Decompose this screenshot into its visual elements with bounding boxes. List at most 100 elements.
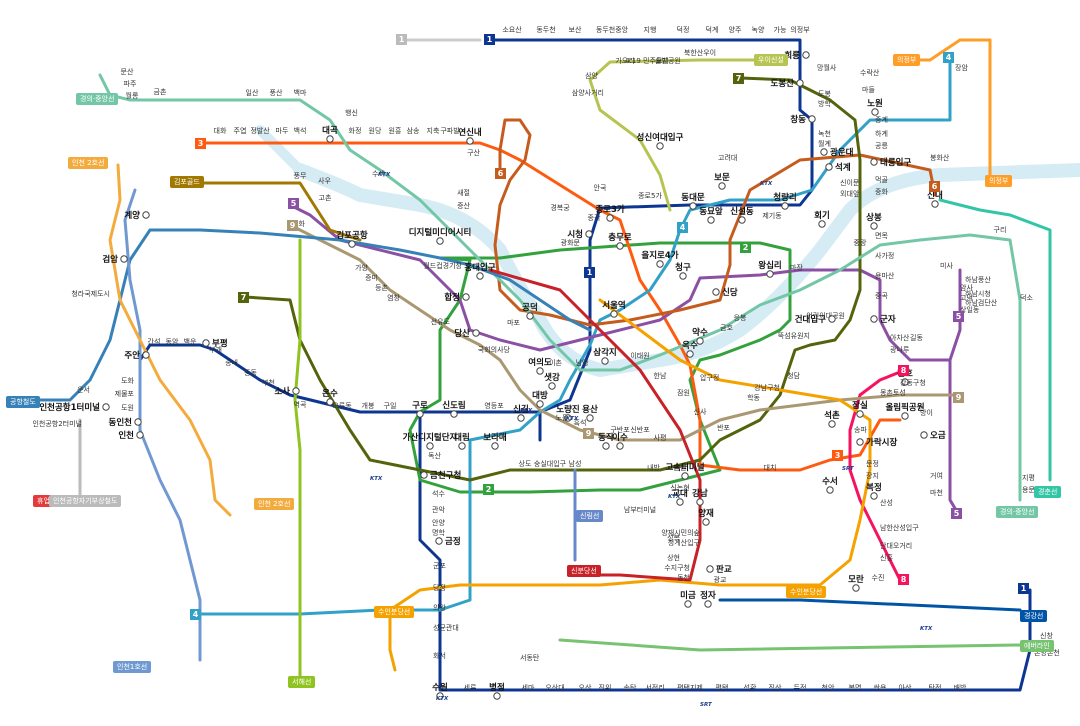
transfer-station-marker[interactable] [796,79,804,87]
station-jemulpo[interactable]: 제물포 [115,390,135,398]
station-ganeung[interactable]: 가능 [774,25,787,34]
station-gangdonggu[interactable]: 강동구청 [900,378,926,387]
station-sau[interactable]: 사우 [318,176,331,185]
transfer-station-marker[interactable] [142,351,150,359]
station-seodongtan[interactable]: 서동탄 [520,653,540,662]
station-chang_dong[interactable]: 창동 [790,114,806,125]
station-jungnang[interactable]: 중랑 [854,239,867,247]
station-pungsan[interactable]: 풍산 [270,88,283,97]
station-deokso[interactable]: 덕소 [1020,293,1033,302]
transfer-station-marker[interactable] [696,337,704,345]
station-bomun[interactable]: 보문 [714,173,730,183]
station-dongam[interactable]: 동암 [166,338,179,346]
station-cheonggu[interactable]: 청구 [675,262,691,273]
transfer-station-marker[interactable] [536,400,544,408]
transfer-station-marker[interactable] [820,148,828,156]
station-guro[interactable]: 구로 [412,401,428,411]
station-wondang[interactable]: 원당 [369,126,382,135]
transfer-station-marker[interactable] [704,600,712,608]
transfer-station-marker[interactable] [458,442,466,450]
station-sinchang[interactable]: 신창 [1040,631,1053,640]
station-yangjae[interactable]: 양재 [698,508,714,519]
transfer-station-marker[interactable] [696,498,704,506]
station-dongducheonjungang[interactable]: 동두천중앙 [596,25,629,34]
station-cheonggyesan[interactable]: 청계산입구 [668,538,701,547]
station-yangju[interactable]: 양주 [729,26,742,34]
station-guil[interactable]: 구일 [384,401,397,410]
station-children[interactable]: 어린이대공원 [806,311,845,320]
station-gongdeok[interactable]: 공덕 [522,302,538,313]
transfer-station-marker[interactable] [142,211,150,219]
station-songnae[interactable]: 송내 [225,358,238,367]
station-dobong[interactable]: 도봉 [818,90,831,98]
station-dongjak[interactable]: 동작 [598,432,614,443]
transfer-station-marker[interactable] [326,398,334,406]
station-konkuk[interactable]: 건대입구 [795,314,826,325]
station-isu[interactable]: 이수 [612,432,628,443]
station-amsa[interactable]: 암사 [960,283,973,292]
station-seongbok[interactable]: 성복 [667,533,680,542]
station-achasan[interactable]: 아차산 [890,333,910,342]
station-geumchon[interactable]: 금촌 [154,87,167,96]
station-namseong[interactable]: 남성 [569,459,582,468]
station-geoyeo[interactable]: 거여 [930,471,943,480]
transfer-station-marker[interactable] [491,442,499,450]
station-seoulstation[interactable]: 서울역 [602,300,625,311]
station-dongdaemun[interactable]: 동대문 [681,192,705,203]
station-baebang[interactable]: 배방 [954,683,967,692]
transfer-station-marker[interactable] [610,310,618,318]
station-sinsa[interactable]: 신사 [694,407,707,416]
transfer-station-marker[interactable] [202,339,210,347]
transfer-station-marker[interactable] [738,216,746,224]
station-ilsan[interactable]: 일산 [246,88,259,97]
station-sema[interactable]: 세마 [522,683,535,692]
station-gwanak[interactable]: 관악 [432,505,445,514]
transfer-station-marker[interactable] [870,222,878,230]
station-hapjeong[interactable]: 합정 [444,292,460,303]
station-sangbong[interactable]: 상봉 [866,212,882,223]
station-noryangjin[interactable]: 노량진 [556,404,580,415]
transfer-station-marker[interactable] [493,692,501,700]
transfer-station-marker[interactable] [466,137,474,145]
station-moran[interactable]: 모란 [848,574,864,585]
station-samyangsageori[interactable]: 삼양사거리 [572,88,604,97]
station-osan[interactable]: 오산 [579,683,592,692]
station-uijeongbu[interactable]: 의정부 [790,25,810,34]
transfer-station-marker[interactable] [679,272,687,280]
station-bupyeong[interactable]: 부평 [212,338,228,349]
transfer-station-marker[interactable] [585,230,593,238]
transfer-station-marker[interactable] [870,492,878,500]
station-myeonmok[interactable]: 면목 [875,231,888,240]
station-nokcheon[interactable]: 녹천 [818,129,831,138]
station-sinnae[interactable]: 신내 [927,190,943,201]
station-sungkyunkwan[interactable]: 성균관대 [433,623,459,632]
station-baegun[interactable]: 백운 [184,337,197,346]
station-itaewon[interactable]: 이태원 [630,351,649,360]
station-bucheon[interactable]: 부천 [262,378,275,387]
station-gaori[interactable]: 가오리 [615,56,634,65]
station-junggok[interactable]: 중곡 [875,292,888,300]
transfer-station-marker[interactable] [536,367,544,375]
station-wonheung[interactable]: 원흥 [389,126,402,135]
station-sangil[interactable]: 상일동 [960,305,980,314]
station-suseo[interactable]: 수서 [822,476,838,487]
station-sungshin[interactable]: 성신여대입구 [637,132,684,143]
station-cheongnyangni[interactable]: 청량리 [773,192,796,203]
transfer-station-marker[interactable] [828,315,836,323]
station-gangnamgu[interactable]: 강남구청 [754,383,780,392]
station-suraksan[interactable]: 수락산 [860,68,880,77]
station-airport_t1[interactable]: 인천공항1터미널 [39,402,100,413]
station-hanam_geomdan[interactable]: 하남검단산 [965,298,998,307]
station-dongmyo[interactable]: 동묘앞 [699,206,723,217]
station-saetgang[interactable]: 샛강 [544,372,560,383]
station-mangwolsa[interactable]: 망월사 [817,63,837,72]
station-juan[interactable]: 주안 [124,350,140,361]
station-hagye[interactable]: 하계 [875,129,888,138]
station-seokchon[interactable]: 석촌 [824,410,840,421]
transfer-station-marker[interactable] [718,182,726,190]
station-yongmun[interactable]: 용문 [1022,486,1035,494]
transfer-station-marker[interactable] [416,410,424,418]
station-banghak[interactable]: 방학 [818,99,831,108]
transfer-station-marker[interactable] [450,410,458,418]
station-gasan[interactable]: 가산디지털단지 [403,432,458,443]
